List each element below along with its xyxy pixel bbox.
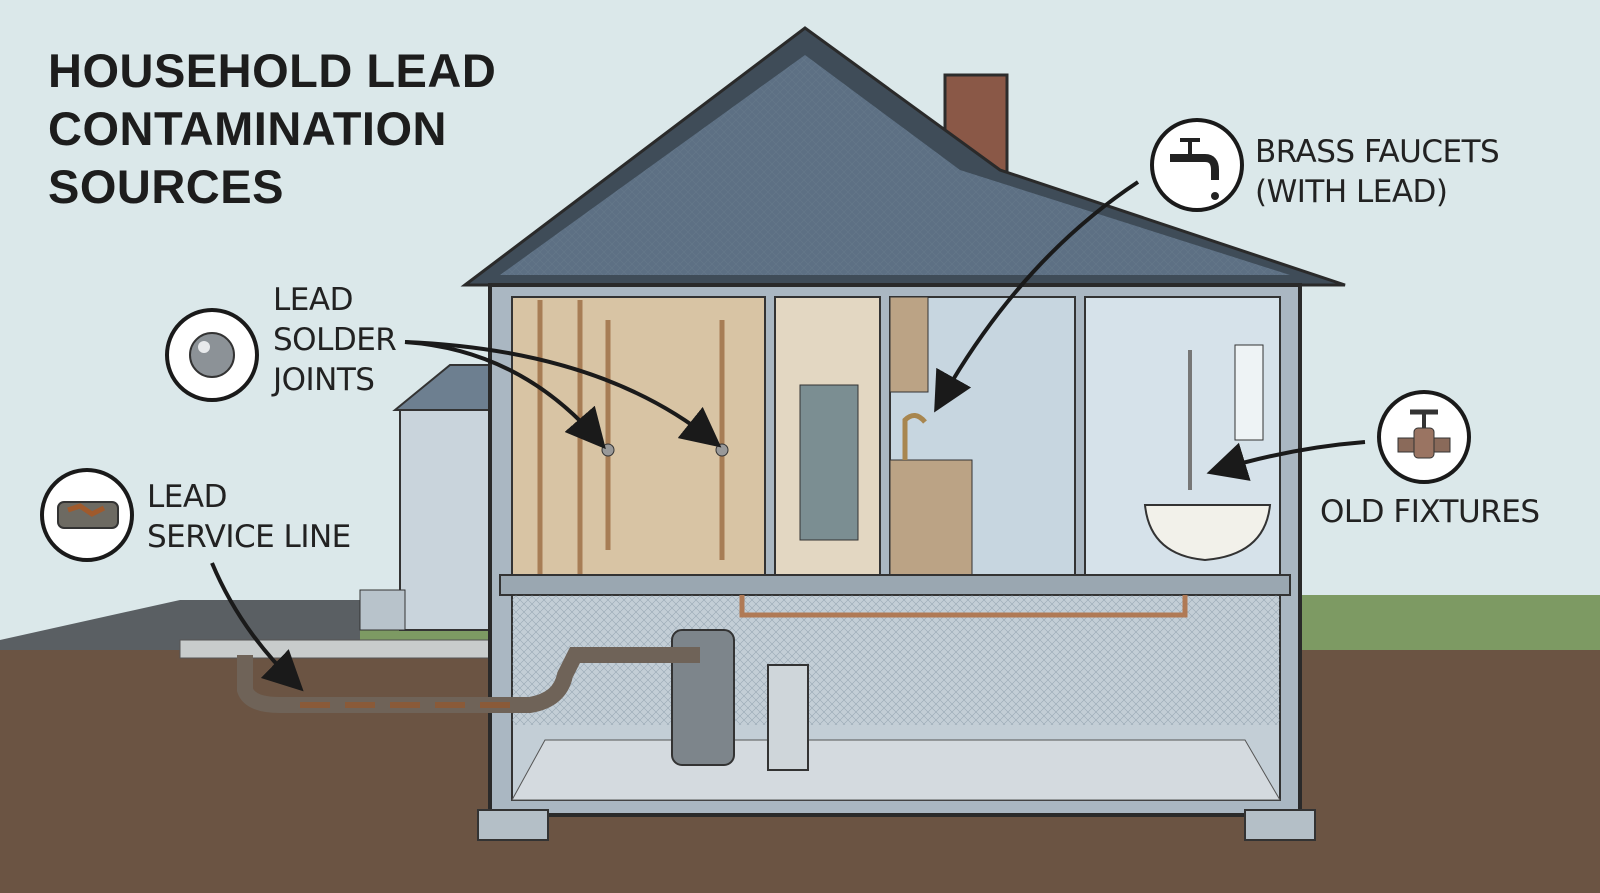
label-line: JOINTS xyxy=(273,362,375,398)
title-line: HOUSEHOLD LEAD xyxy=(48,44,497,97)
solder-joint xyxy=(601,443,615,457)
lead-service-line xyxy=(237,647,700,713)
label-brass-faucets: BRASS FAUCETS (WITH LEAD) xyxy=(1255,132,1500,212)
label-line: SOLDER xyxy=(273,322,397,358)
solder-ball-icon xyxy=(165,308,259,402)
road xyxy=(0,600,360,650)
label-line: BRASS FAUCETS xyxy=(1255,134,1500,170)
framed-wall-room xyxy=(511,296,766,576)
corroded-pipe-icon xyxy=(40,468,134,562)
solder-joint xyxy=(715,443,729,457)
label-lead-solder-joints: LEAD SOLDER JOINTS xyxy=(273,280,397,400)
label-line: OLD FIXTURES xyxy=(1320,494,1540,530)
label-lead-service-line: LEAD SERVICE LINE xyxy=(147,477,351,557)
label-old-fixtures: OLD FIXTURES xyxy=(1320,492,1540,532)
valve-icon xyxy=(1377,390,1471,484)
water-heater xyxy=(671,629,735,766)
water-softener xyxy=(767,664,809,771)
callout-arrows xyxy=(210,180,1366,692)
floor xyxy=(499,574,1291,596)
clawfoot-tub xyxy=(1143,504,1272,562)
label-line: LEAD xyxy=(273,282,353,318)
faucet-icon xyxy=(1150,118,1244,212)
title-line: CONTAMINATION xyxy=(48,102,447,155)
copper-pipe xyxy=(739,595,1188,618)
label-line: SERVICE LINE xyxy=(147,519,351,555)
diagram-title: HOUSEHOLD LEAD CONTAMINATION SOURCES xyxy=(48,42,496,216)
lawn xyxy=(1300,595,1600,655)
label-line: (WITH LEAD) xyxy=(1255,174,1448,210)
kitchen-faucet xyxy=(902,413,927,460)
label-line: LEAD xyxy=(147,479,227,515)
title-line: SOURCES xyxy=(48,160,284,213)
